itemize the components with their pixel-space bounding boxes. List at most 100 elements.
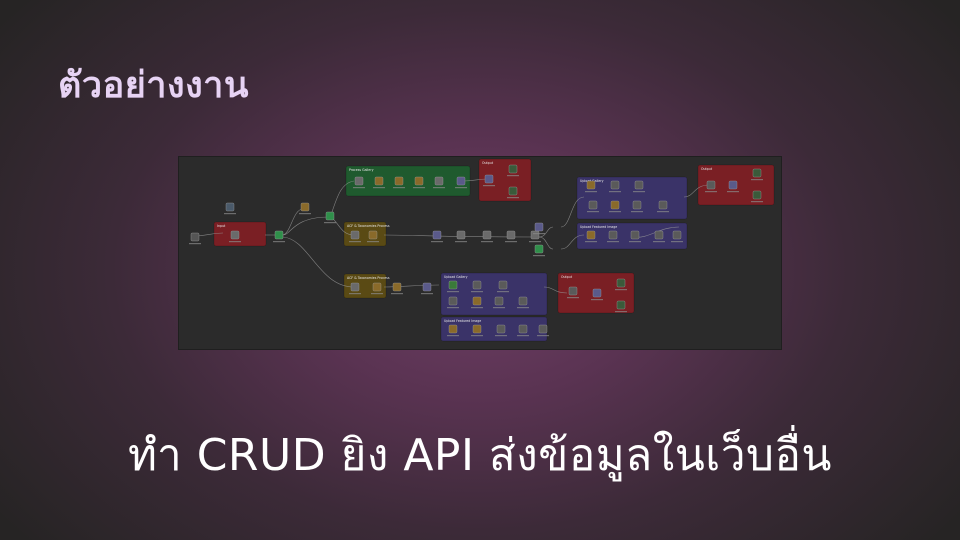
- node-caption: [349, 293, 361, 295]
- group-frame: [213, 221, 267, 247]
- workflow-node: [190, 232, 200, 242]
- workflow-node: [616, 278, 626, 288]
- node-caption: [447, 291, 459, 293]
- node-caption: [349, 241, 361, 243]
- node-caption: [455, 241, 467, 243]
- connection-line: [538, 236, 554, 250]
- workflow-node: [414, 176, 424, 186]
- slide-subtitle: ทำ CRUD ยิง API ส่งข้อมูลในเว็บอื่น: [128, 430, 832, 481]
- workflow-node: [325, 211, 335, 221]
- node-caption: [324, 222, 336, 224]
- group-label: Output: [561, 275, 573, 279]
- node-caption: [533, 255, 545, 257]
- node-caption: [455, 187, 467, 189]
- node-caption: [585, 191, 597, 193]
- workflow-node: [230, 230, 240, 240]
- workflow-node: [432, 230, 442, 240]
- node-caption: [299, 213, 311, 215]
- group-frame: [343, 273, 387, 299]
- node-caption: [727, 191, 739, 193]
- node-caption: [529, 241, 541, 243]
- node-caption: [481, 241, 493, 243]
- workflow-node: [498, 280, 508, 290]
- workflow-node: [632, 200, 642, 210]
- connection-line: [330, 180, 355, 216]
- node-caption: [189, 243, 201, 245]
- group-frame: [478, 158, 532, 202]
- workflow-node: [518, 296, 528, 306]
- node-caption: [471, 307, 483, 309]
- workflow-node: [752, 168, 762, 178]
- node-caption: [497, 291, 509, 293]
- workflow-node: [456, 230, 466, 240]
- node-caption: [591, 299, 603, 301]
- node-caption: [224, 213, 236, 215]
- workflow-node: [592, 288, 602, 298]
- group-frame: [343, 221, 387, 247]
- node-caption: [585, 241, 597, 243]
- node-caption: [533, 233, 545, 235]
- workflow-node: [482, 230, 492, 240]
- workflow-node: [658, 200, 668, 210]
- node-caption: [433, 187, 445, 189]
- connection-line: [463, 178, 488, 182]
- node-caption: [471, 291, 483, 293]
- workflow-node: [448, 296, 458, 306]
- node-caption: [517, 335, 529, 337]
- workflow-node: [706, 180, 716, 190]
- workflow-node: [350, 230, 360, 240]
- workflow-node: [496, 324, 506, 334]
- workflow-node: [392, 282, 402, 292]
- node-caption: [505, 241, 517, 243]
- node-caption: [229, 241, 241, 243]
- workflow-node: [508, 164, 518, 174]
- group-label: ACF & Taxonomies Process: [347, 224, 390, 228]
- workflow-node: [448, 324, 458, 334]
- node-caption: [471, 335, 483, 337]
- node-caption: [751, 179, 763, 181]
- node-caption: [447, 307, 459, 309]
- workflow-node: [484, 174, 494, 184]
- workflow-node: [225, 202, 235, 212]
- workflow-node: [608, 230, 618, 240]
- workflow-node: [374, 176, 384, 186]
- node-caption: [537, 335, 549, 337]
- group-label: Output: [482, 161, 494, 165]
- workflow-node: [654, 230, 664, 240]
- group-label: Process Gallery: [349, 168, 374, 172]
- workflow-node: [672, 230, 682, 240]
- node-caption: [631, 211, 643, 213]
- workflow-node: [586, 230, 596, 240]
- node-caption: [483, 185, 495, 187]
- node-caption: [615, 289, 627, 291]
- connection-line: [560, 234, 585, 250]
- workflow-node: [506, 230, 516, 240]
- workflow-node: [472, 296, 482, 306]
- workflow-node: [538, 324, 548, 334]
- workflow-node: [530, 230, 540, 240]
- node-caption: [705, 191, 717, 193]
- node-caption: [587, 211, 599, 213]
- workflow-node: [494, 296, 504, 306]
- group-label: Upload Featured Image: [444, 319, 481, 323]
- group-label: ACF & Taxonomies Process: [347, 276, 390, 280]
- workflow-node: [518, 324, 528, 334]
- group-label: Upload Gallery: [444, 275, 468, 279]
- workflow-node: [300, 202, 310, 212]
- workflow-node: [728, 180, 738, 190]
- workflow-node: [368, 230, 378, 240]
- connection-line: [383, 284, 440, 288]
- workflow-node: [610, 180, 620, 190]
- workflow-node: [586, 180, 596, 190]
- workflow-node: [422, 282, 432, 292]
- node-caption: [273, 241, 285, 243]
- connection-line: [560, 196, 585, 228]
- node-caption: [657, 211, 669, 213]
- node-caption: [367, 241, 379, 243]
- group-label: Upload Featured Image: [580, 225, 617, 229]
- workflow-node: [534, 244, 544, 254]
- group-label: Output: [701, 167, 713, 171]
- node-caption: [609, 211, 621, 213]
- node-caption: [413, 187, 425, 189]
- node-caption: [495, 335, 507, 337]
